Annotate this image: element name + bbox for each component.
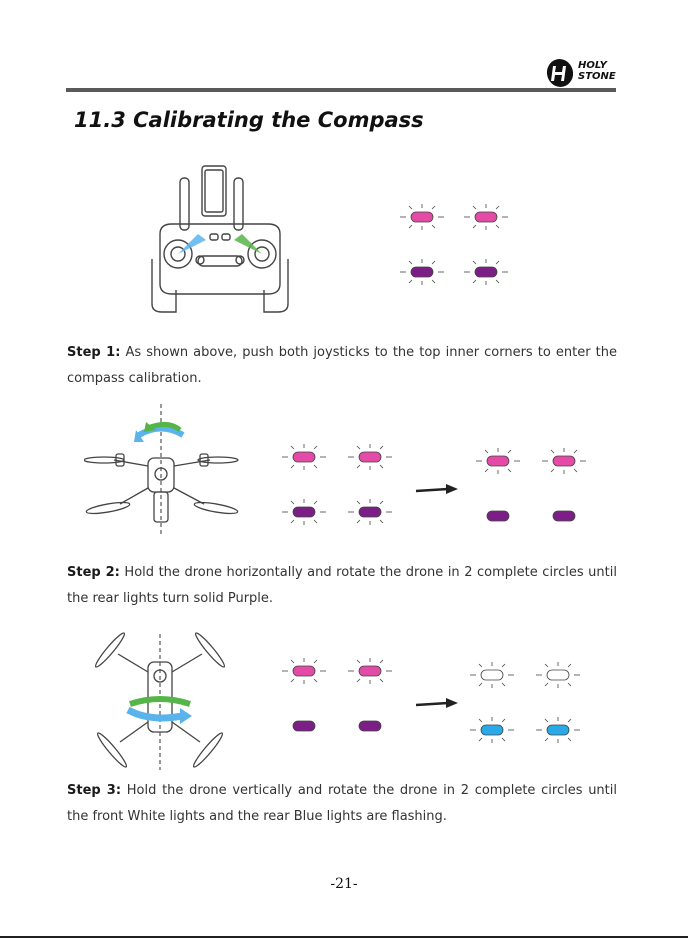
step3-instruction: Step 3: Hold the drone vertically and ro… [67, 778, 617, 830]
remote-controller-figure [151, 165, 289, 313]
step1-instruction: Step 1: As shown above, push both joysti… [67, 340, 617, 392]
step3-text: Hold the drone vertically and rotate the… [67, 783, 617, 824]
step1-status-lights [400, 204, 508, 285]
step2-lights-after [476, 448, 586, 522]
page-number: -21- [330, 876, 358, 892]
step3-lights-after [470, 662, 580, 743]
brand-name-line2: STONE [578, 71, 616, 82]
step2-arrow-icon [415, 484, 458, 494]
step3-arrow-icon [415, 698, 458, 708]
header-rule [66, 88, 616, 92]
step2-instruction: Step 2: Hold the drone horizontally and … [67, 560, 617, 612]
brand-name-line1: HOLY [578, 60, 607, 71]
footer-rule [0, 936, 688, 938]
step3-lights-before [282, 658, 392, 732]
drone-horizontal-figure [84, 404, 239, 536]
holystone-logo-icon [546, 59, 574, 87]
step1-label: Step 1: [67, 345, 121, 360]
step2-label: Step 2: [67, 565, 120, 580]
step2-text: Hold the drone horizontally and rotate t… [67, 565, 617, 606]
drone-vertical-figure [94, 632, 226, 770]
step1-text: As shown above, push both joysticks to t… [67, 345, 617, 386]
section-title: 11.3 Calibrating the Compass [74, 108, 424, 132]
step2-lights-before [282, 444, 392, 525]
step3-label: Step 3: [67, 783, 122, 798]
